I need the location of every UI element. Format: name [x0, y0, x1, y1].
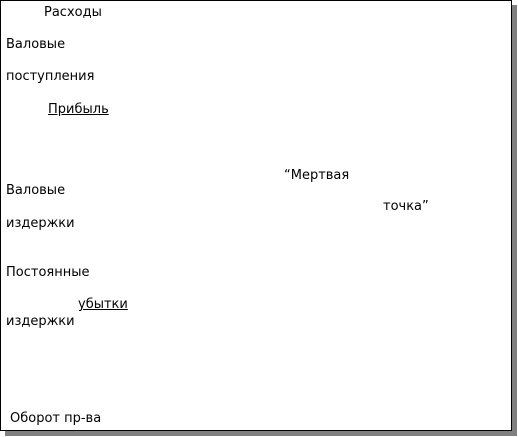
frame-shadow-bottom	[5, 431, 517, 436]
label-fixed-costs-line2: издержки	[6, 314, 75, 329]
label-gross-revenue-line2: поступления	[6, 69, 95, 84]
label-losses: убытки	[78, 297, 128, 312]
label-gross-costs-line1: Валовые	[6, 183, 66, 198]
label-gross-revenue-line1: Валовые	[6, 37, 66, 52]
label-profit: Прибыль	[48, 102, 109, 117]
label-production-turnover: Оборот пр-ва	[10, 411, 102, 426]
label-break-even-line2: точка”	[383, 199, 429, 214]
label-fixed-costs-line1: Постоянные	[6, 265, 90, 280]
label-expenses: Расходы	[44, 5, 102, 20]
label-break-even-line1: “Мертвая	[284, 168, 350, 183]
diagram-frame: Расходы Валовые поступления Прибыль “Мер…	[0, 0, 512, 431]
frame-shadow-right	[512, 5, 517, 435]
label-gross-costs-line2: издержки	[6, 216, 75, 231]
